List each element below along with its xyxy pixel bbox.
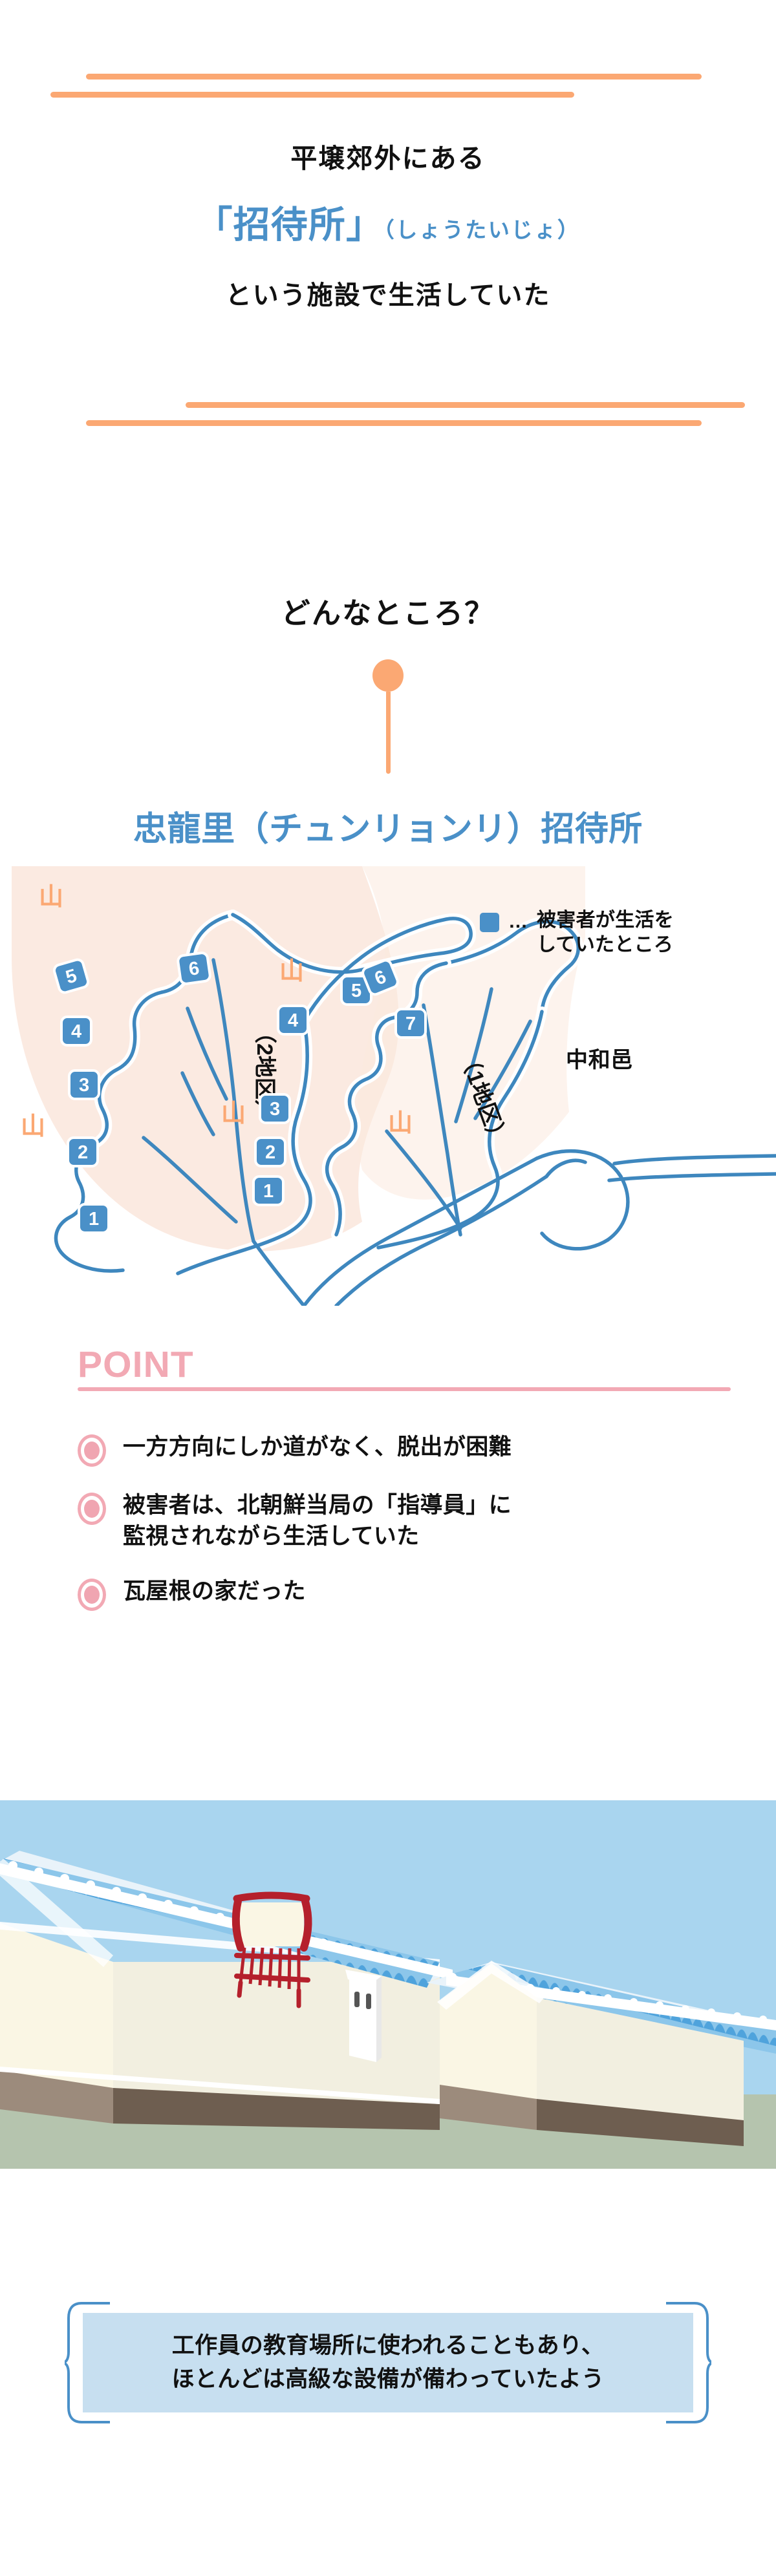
main-base-trim bbox=[0, 2067, 440, 2104]
town-label: 中和邑 bbox=[566, 1048, 634, 1072]
svg-text:7: 7 bbox=[405, 1014, 416, 1034]
callout-bracket-left bbox=[65, 2301, 110, 2424]
map-legend: … 被害者が生活を していたところ bbox=[480, 908, 674, 957]
bullet-text: 瓦屋根の家だった bbox=[123, 1578, 306, 1604]
header-facility-ruby: （しょうたいじょ） bbox=[383, 218, 581, 242]
right-base-side bbox=[440, 2085, 537, 2130]
district-2-markers: 5 6 4 3 2 bbox=[52, 952, 211, 1234]
pin-head-icon bbox=[372, 659, 404, 692]
bullet-dot-icon bbox=[78, 1434, 106, 1467]
map-diagram: .rd{fill:none;stroke:#3E87BE;stroke-widt… bbox=[0, 860, 776, 1306]
mountain-symbol-5: 山 bbox=[388, 1110, 413, 1137]
callout-text-block: 工作員の教育場所に使われることもあり、 ほとんどは高級な設備が備わっていたよう bbox=[65, 2301, 711, 2424]
legend-text-line-1: 被害者が生活を bbox=[537, 910, 674, 931]
divider-line-lower-2 bbox=[86, 420, 702, 426]
district-1-markers: 5 6 4 7 3 bbox=[252, 959, 427, 1206]
solar-water-heater-icon bbox=[232, 1891, 312, 2008]
callout-fill bbox=[83, 2313, 693, 2412]
main-roof-eave bbox=[0, 1858, 113, 1967]
top-divider bbox=[0, 65, 776, 103]
bullet-core bbox=[84, 1442, 100, 1460]
svg-text:5: 5 bbox=[351, 981, 361, 1001]
bottom-divider bbox=[0, 393, 776, 432]
district-2-network: （2地区） bbox=[50, 910, 477, 1306]
main-house-gable-wall bbox=[0, 1923, 113, 2107]
header-line-3: という施設で生活していた bbox=[225, 281, 551, 310]
svg-text:1: 1 bbox=[89, 1209, 99, 1229]
bullet-ring bbox=[78, 1434, 106, 1467]
svg-text:2: 2 bbox=[78, 1142, 88, 1163]
legend-dots: … bbox=[508, 911, 528, 932]
point-heading-block: POINT bbox=[78, 1344, 731, 1391]
bullet-ring bbox=[78, 1578, 106, 1611]
svg-text:1: 1 bbox=[263, 1181, 274, 1202]
svg-text:4: 4 bbox=[71, 1021, 81, 1042]
legend-swatch-icon bbox=[480, 913, 499, 932]
terrain-region-east bbox=[356, 866, 585, 1200]
svg-text:4: 4 bbox=[288, 1010, 298, 1031]
mountain-symbol-3: 山 bbox=[279, 958, 304, 985]
svg-text:6: 6 bbox=[188, 958, 200, 980]
header-line-2: 「招待所」（しょうたいじょ） bbox=[0, 207, 776, 244]
divider-line-upper-2 bbox=[186, 402, 745, 408]
callout-box: 工作員の教育場所に使われることもあり、 ほとんどは高級な設備が備わっていたよう bbox=[65, 2301, 711, 2424]
list-item: 被害者は、北朝鮮当局の「指導員」に 監視されながら生活していた bbox=[78, 1490, 744, 1553]
list-item: 瓦屋根の家だった bbox=[78, 1576, 744, 1611]
pin-marker bbox=[372, 659, 404, 774]
bullet-ring bbox=[78, 1493, 106, 1525]
map-title: 忠龍里（チュンリョンリ）招待所 bbox=[133, 811, 643, 848]
divider-line-upper bbox=[86, 74, 702, 80]
mountain-symbol-2: 山 bbox=[21, 1113, 45, 1140]
svg-text:2: 2 bbox=[265, 1142, 275, 1163]
main-road bbox=[302, 1149, 776, 1306]
chimney bbox=[345, 1970, 382, 2062]
header-line-1: 平壌郊外にある bbox=[290, 144, 486, 173]
main-base-side bbox=[0, 2070, 113, 2124]
pin-stem bbox=[385, 692, 391, 774]
callout-line-2: ほとんどは高級な設備が備わっていたよう bbox=[171, 2367, 605, 2392]
house-illustration bbox=[0, 1800, 776, 2169]
right-house-front-wall bbox=[537, 1997, 744, 2124]
legend-text: 被害者が生活を していたところ bbox=[537, 908, 674, 957]
district-1-network: （1地区） bbox=[321, 916, 584, 1253]
bullet-core bbox=[84, 1585, 100, 1604]
bullet-dot-icon bbox=[78, 1493, 106, 1525]
bullet-core bbox=[84, 1500, 100, 1518]
mountain-symbol-1: 山 bbox=[39, 884, 63, 911]
mountain-symbol-4: 山 bbox=[221, 1100, 246, 1127]
divider-line-lower bbox=[50, 92, 574, 98]
legend-text-line-2: していたところ bbox=[537, 933, 674, 955]
bullet-text: 被害者は、北朝鮮当局の「指導員」に 監視されながら生活していた bbox=[123, 1493, 512, 1549]
right-gable-trim bbox=[437, 1961, 547, 2010]
svg-text:3: 3 bbox=[270, 1099, 280, 1120]
list-item: 一方方向にしか道がなく、脱出が困難 bbox=[78, 1432, 744, 1467]
callout-line-1: 工作員の教育場所に使われることもあり、 bbox=[171, 2332, 605, 2358]
bullet-text: 一方方向にしか道がなく、脱出が困難 bbox=[123, 1434, 512, 1460]
question-text: どんなところ？ bbox=[281, 597, 495, 630]
bullet-dot-icon bbox=[78, 1578, 106, 1611]
point-underline bbox=[78, 1387, 731, 1391]
point-bullet-list: 一方方向にしか道がなく、脱出が困難 被害者は、北朝鮮当局の「指導員」に 監視され… bbox=[78, 1432, 744, 1634]
right-house-gable-wall bbox=[440, 1963, 537, 2104]
main-base-front bbox=[113, 2088, 440, 2130]
right-base-front bbox=[537, 2099, 744, 2146]
svg-text:3: 3 bbox=[79, 1075, 89, 1096]
callout-bracket-right bbox=[666, 2301, 711, 2424]
point-heading: POINT bbox=[78, 1344, 194, 1385]
main-house-front-wall bbox=[113, 1962, 440, 2107]
header-facility-name: 「招待所」 bbox=[195, 204, 384, 246]
